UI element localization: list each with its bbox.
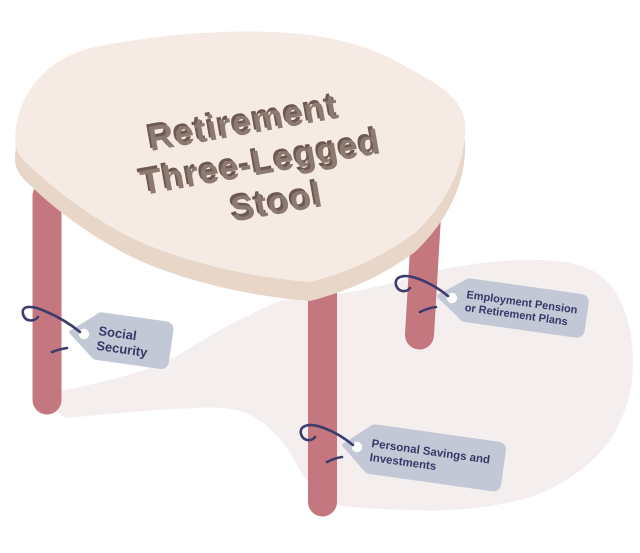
- stool-seat-top: [15, 31, 466, 282]
- tag-label-line-1: Social: [98, 323, 138, 343]
- tag-string-employment-pension: [394, 274, 450, 298]
- price-tag-social-security: Social Security: [69, 312, 174, 369]
- tag-string-tail-social-security: [50, 346, 69, 354]
- tag-body: [437, 278, 589, 338]
- stool-title-emboss: Retirement Three-Legged Stool: [135, 84, 381, 227]
- tag-string-tail-employment-pension: [418, 305, 438, 314]
- tag-hole-icon: [446, 292, 458, 304]
- tag-hole-icon: [78, 328, 90, 340]
- price-tag-employment-pension: Employment Pension or Retirement Plans: [437, 278, 589, 338]
- tag-string-tail-personal-savings: [325, 455, 344, 464]
- stool-title: Retirement Three-Legged Stool Retirement…: [135, 84, 384, 229]
- tag-string-social-security: [21, 305, 82, 334]
- tag-body: [69, 312, 174, 369]
- tag-body: [342, 424, 506, 492]
- tag-hole-icon: [351, 441, 363, 453]
- tag-label-line-2: Security: [95, 338, 149, 360]
- tag-string-personal-savings: [299, 423, 355, 447]
- price-tag-personal-savings: Personal Savings and Investments: [342, 424, 506, 492]
